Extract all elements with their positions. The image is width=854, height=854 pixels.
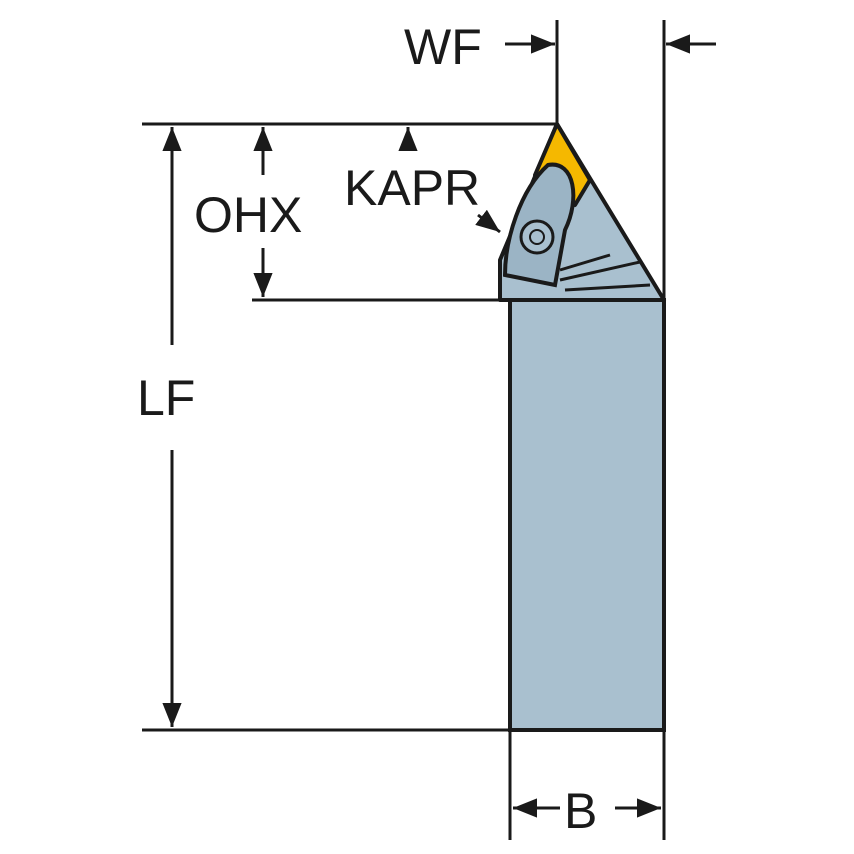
holder-shank (508, 298, 666, 732)
label-ohx: OHX (194, 187, 302, 243)
label-kapr: KAPR (344, 160, 480, 216)
label-wf: WF (404, 19, 482, 75)
label-b: B (564, 783, 597, 839)
screw-socket (529, 229, 545, 245)
dimension-lines (142, 20, 716, 840)
clamp-screw-icon (519, 219, 555, 255)
clamp-lines (559, 253, 651, 292)
label-lf: LF (137, 370, 195, 426)
